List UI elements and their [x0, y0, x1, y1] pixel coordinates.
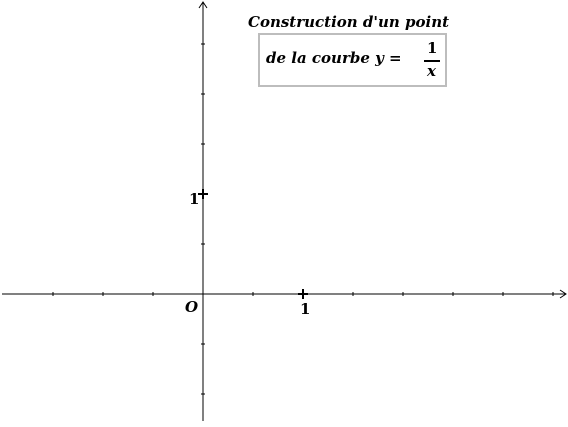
fraction-bar — [424, 60, 440, 62]
x-unit-label: 1 — [300, 300, 311, 318]
title-line-1: Construction d'un point — [248, 13, 450, 31]
formula-box: de la courbe y = 1 x — [258, 33, 447, 87]
y-axis-ticks — [201, 43, 205, 395]
y-axis-arrow — [198, 1, 208, 9]
y-unit-cross — [198, 189, 208, 199]
y-unit-label: 1 — [189, 190, 200, 208]
fraction-denominator: x — [427, 62, 436, 80]
x-axis-ticks — [52, 292, 554, 296]
origin-label: O — [185, 298, 199, 316]
x-axis-arrow — [559, 289, 567, 299]
formula-text: de la courbe y = — [266, 49, 402, 67]
fraction-numerator: 1 — [427, 39, 438, 57]
fraction: 1 x — [424, 39, 440, 83]
x-unit-cross — [298, 289, 308, 299]
